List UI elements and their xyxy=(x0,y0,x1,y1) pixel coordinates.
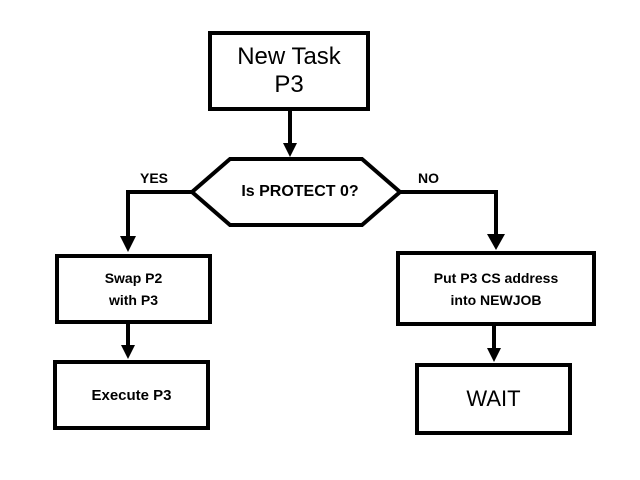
wait-node: WAIT xyxy=(415,363,572,435)
swap-node-line-1: Swap P2 xyxy=(104,270,163,286)
execute-node-label: Execute P3 xyxy=(91,386,172,404)
put-address-node: Put P3 CS address into NEWJOB xyxy=(396,251,596,326)
arrowhead-swap-to-execute xyxy=(121,345,135,359)
wait-node-label: WAIT xyxy=(466,386,521,411)
arrow-yes-branch xyxy=(126,190,192,238)
start-node-line-1: New Task xyxy=(237,43,341,70)
no-branch-label: NO xyxy=(418,170,439,186)
decision-question: Is PROTECT 0? xyxy=(241,183,359,200)
execute-node: Execute P3 xyxy=(53,360,210,430)
put-address-line-2: into NEWJOB xyxy=(450,291,542,308)
start-node: New Task P3 xyxy=(208,31,370,111)
arrowhead-start-to-decision xyxy=(283,143,297,157)
start-node-line-2: P3 xyxy=(274,71,304,98)
arrowhead-yes-branch xyxy=(120,236,136,252)
arrowhead-put-to-wait xyxy=(487,348,501,362)
swap-node: Swap P2 with P3 xyxy=(55,254,212,324)
arrow-no-branch xyxy=(400,190,498,236)
yes-branch-label: YES xyxy=(140,170,169,186)
put-address-line-1: Put P3 CS address xyxy=(433,269,559,286)
swap-node-line-2: with P3 xyxy=(108,292,158,308)
arrowhead-no-branch xyxy=(487,234,505,250)
